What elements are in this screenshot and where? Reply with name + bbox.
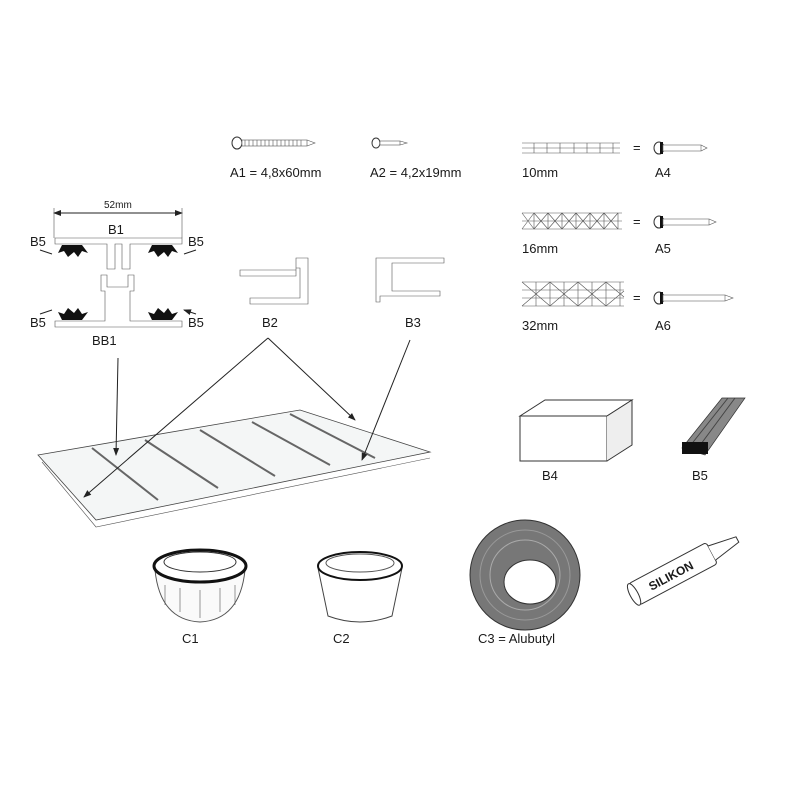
screw-a5-label: A5: [655, 241, 671, 256]
screw-a4-label: A4: [655, 165, 671, 180]
tape-c2-label: C2: [333, 631, 350, 646]
tape-c1-label: C1: [182, 631, 199, 646]
gasket-b5-label: B5: [188, 315, 204, 330]
profile-b1-label: B1: [108, 222, 124, 237]
edge-profile-b2-icon: [239, 257, 309, 305]
panel-10mm-icon: [522, 142, 620, 154]
tape-c3-label: C3 = Alubutyl: [478, 631, 555, 646]
gasket-b5-label: B5: [30, 234, 46, 249]
equals-sign: =: [633, 140, 641, 155]
silicone-tube-icon: SILIKON: [626, 536, 740, 606]
panel-16mm-label: 16mm: [522, 241, 558, 256]
profile-bb1-label: BB1: [92, 333, 117, 348]
gasket-b5-label: B5: [188, 234, 204, 249]
screw-a6-label: A6: [655, 318, 671, 333]
screw-a2-label: A2 = 4,2x19mm: [370, 165, 461, 180]
gasket-b5-icon: [681, 397, 746, 456]
tape-c2-icon: [317, 551, 403, 623]
equals-sign: =: [633, 290, 641, 305]
panel-10mm-label: 10mm: [522, 165, 558, 180]
panel-32mm-icon: [521, 281, 625, 307]
screw-a6-icon: [653, 291, 734, 305]
screw-a1-label: A1 = 4,8x60mm: [230, 165, 321, 180]
screw-a1-icon: [231, 136, 316, 150]
screw-a5-icon: [653, 215, 717, 229]
glazing-roof-icon: [37, 337, 432, 528]
angle-profile-b4-label: B4: [542, 468, 558, 483]
screw-a2-icon: [371, 137, 409, 149]
panel-32mm-label: 32mm: [522, 318, 558, 333]
gasket-b5-item-label: B5: [692, 468, 708, 483]
edge-profile-b3-label: B3: [405, 315, 421, 330]
equals-sign: =: [633, 214, 641, 229]
profile-b1-bb1-icon: [39, 208, 197, 328]
gasket-b5-label: B5: [30, 315, 46, 330]
profile-width-label: 52mm: [104, 200, 132, 211]
edge-profile-b2-label: B2: [262, 315, 278, 330]
tape-c1-icon: [152, 548, 248, 623]
edge-profile-b3-icon: [375, 257, 445, 303]
panel-16mm-icon: [521, 212, 622, 230]
angle-profile-b4-icon: [518, 399, 634, 462]
screw-a4-icon: [653, 141, 708, 155]
tape-c3-alubutyl-icon: [469, 519, 581, 631]
